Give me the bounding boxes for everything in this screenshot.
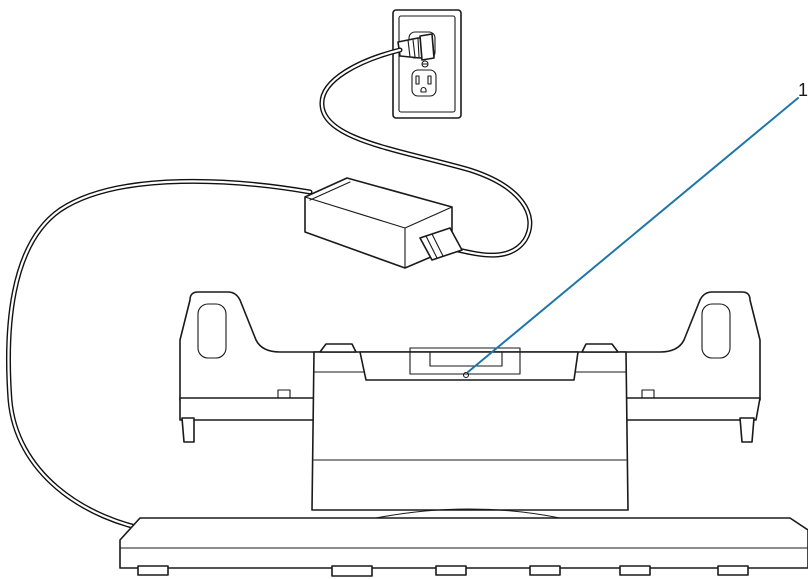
charging-cradle-icon [119, 291, 808, 577]
wall-outlet-icon [392, 9, 462, 119]
dc-cable [5, 178, 313, 535]
ac-cable [319, 47, 533, 258]
power-supply-icon [304, 177, 463, 269]
wall-plug [397, 33, 435, 61]
callout-leader-line [467, 97, 799, 373]
callout-number-1: 1 [798, 80, 808, 100]
